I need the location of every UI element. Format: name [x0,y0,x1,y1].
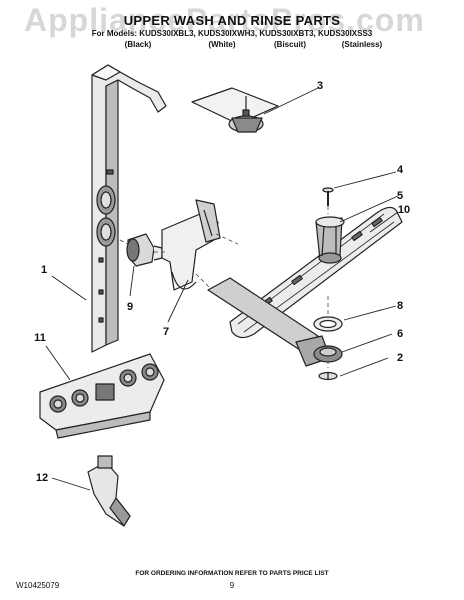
spray-arm-manifold [207,277,331,367]
finish-stainless: (Stainless) [341,40,383,49]
finish-biscuit: (Biscuit) [274,40,306,49]
part-3-spray-mount [191,87,279,133]
callout-6: 6 [396,328,404,340]
part-11-spray-manifold [39,353,165,439]
callout-5: 5 [396,190,404,202]
callout-8: 8 [396,300,404,312]
callout-1: 1 [40,264,48,276]
leader-lines [45,87,399,491]
finish-white: (White) [208,40,236,49]
ordering-note: FOR ORDERING INFORMATION REFER TO PARTS … [135,570,329,577]
watermark: AppliancePartsPros.com [24,2,425,38]
page-title: UPPER WASH AND RINSE PARTS [123,13,341,28]
part-2-washer [318,371,338,381]
callout-2: 2 [396,352,404,364]
part-8-o-ring [313,316,343,332]
callout-7: 7 [162,326,170,338]
model-list: For Models: KUDS30IXBL3, KUDS30IXWH3, KU… [91,29,373,38]
callout-10: 10 [397,204,411,216]
callout-4: 4 [396,164,404,176]
document-number: W10425079 [16,581,60,590]
callout-11: 11 [34,332,46,344]
page-number: 9 [229,581,235,590]
callout-12: 12 [35,472,49,484]
part-5-hub [315,216,345,264]
part-1-conduit [91,64,167,353]
part-4-screw [322,187,334,206]
callout-3: 3 [316,80,324,92]
part-7-bracket [161,199,221,291]
part-6-nut [313,345,343,363]
callout-9: 9 [126,301,134,313]
part-12-connector [87,455,131,527]
finish-black: (Black) [124,40,152,49]
part-9-fitting [126,233,163,267]
